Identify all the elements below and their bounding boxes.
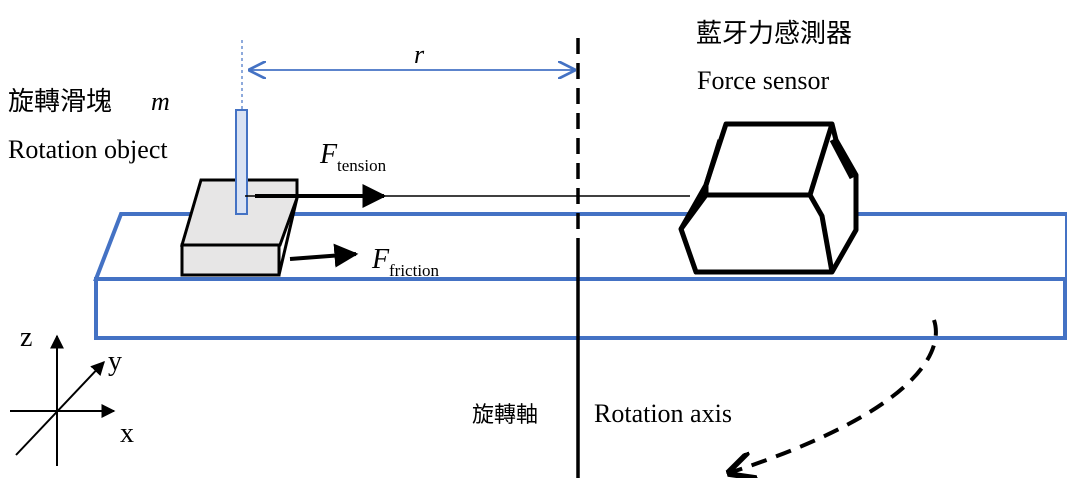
friction-symbol: F	[371, 244, 390, 275]
platform-front	[94, 277, 1067, 340]
object-label-zh: 旋轉滑塊	[8, 87, 112, 117]
rotation-direction-arrow	[732, 319, 938, 472]
y-axis-label: y	[108, 346, 122, 377]
tension-symbol: F	[319, 139, 338, 170]
object-label-en: Rotation object	[8, 135, 168, 164]
radius-label: r	[414, 40, 425, 69]
force-sensor	[678, 121, 859, 275]
y-axis-arrow	[15, 360, 105, 456]
tension-subscript: tension	[337, 156, 387, 175]
rotation-pin	[235, 109, 248, 215]
axis-label-zh: 旋轉軸	[472, 403, 538, 428]
sensor-label-zh: 藍牙力感測器	[696, 19, 852, 49]
axis-label-en: Rotation axis	[594, 399, 732, 428]
sensor-label-en: Force sensor	[697, 66, 829, 95]
x-axis-label: x	[120, 418, 134, 449]
platform	[93, 212, 1067, 340]
z-axis-label: z	[20, 322, 32, 353]
friction-arrow	[289, 243, 359, 268]
friction-subscript: friction	[389, 261, 440, 280]
object-mass-symbol: m	[151, 87, 170, 116]
coordinate-axes	[10, 334, 116, 466]
